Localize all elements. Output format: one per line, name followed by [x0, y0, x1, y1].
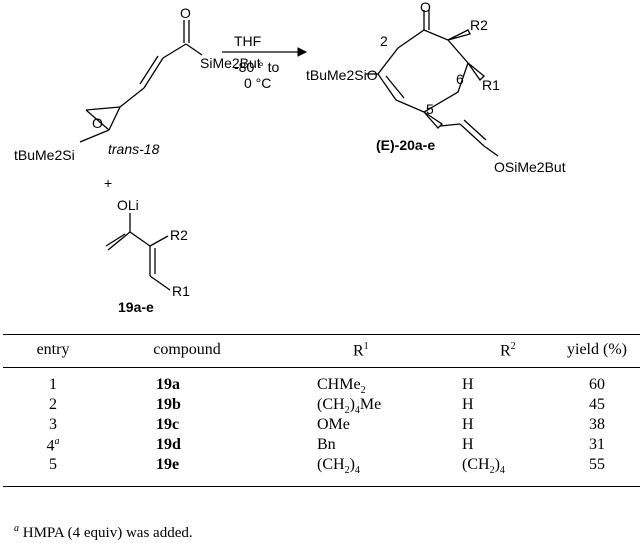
reactant-compound-label: trans-18 — [108, 141, 160, 157]
cell-r2: (CH2)4 — [462, 456, 505, 477]
product-r1-label: R1 — [482, 77, 500, 93]
header-r2: R2 — [500, 341, 516, 360]
product-pos5: 5 — [426, 101, 434, 117]
enolate-oli-label: OLi — [117, 197, 139, 213]
cell-r2: H — [462, 376, 474, 393]
epoxide-oxygen: O — [92, 115, 103, 131]
cell-compound: 19b — [156, 396, 181, 413]
table-row: 2 19b (CH2)4Me H 45 — [0, 396, 644, 418]
cell-yield: 31 — [589, 436, 605, 453]
table-row: 4a 19d Bn H 31 — [0, 436, 644, 458]
cell-r2: H — [462, 436, 474, 453]
header-r1: R1 — [353, 341, 369, 360]
cell-r1: (CH2)4 — [317, 456, 360, 477]
product-compound-label: (E)-20a-e — [376, 137, 435, 153]
header-entry: entry — [36, 341, 70, 358]
product-carbonyl-oxygen: O — [420, 0, 431, 15]
conditions-temp1: -80 ° to — [234, 59, 280, 75]
footnote-text: HMPA (4 equiv) was added. — [22, 525, 193, 541]
cell-yield: 45 — [589, 396, 605, 413]
table-bottom-rule — [3, 486, 640, 487]
reaction-scheme: O SiMe2But O tBuMe2Si trans-18 + OLi R2 … — [14, 0, 566, 315]
enolate-compound-label: 19a-e — [118, 299, 154, 315]
conditions-temp2: 0 °C — [244, 75, 271, 91]
cell-yield: 38 — [589, 416, 605, 433]
table-top-rule — [3, 334, 640, 335]
table-footnote: a HMPA (4 equiv) was added. — [14, 523, 193, 541]
product-silyl-ether: tBuMe2SiO — [306, 67, 378, 83]
cell-entry: 3 — [49, 416, 57, 433]
conditions-solvent: THF — [234, 33, 261, 49]
reactant-trans-18 — [79, 20, 203, 143]
enolate-r2-label: R2 — [170, 227, 188, 243]
arrow-head — [297, 47, 308, 57]
acylsilane-si-label: SiMe2But — [200, 55, 261, 71]
product-pos2: 2 — [380, 33, 388, 49]
cell-r1: Bn — [317, 436, 336, 453]
cell-compound: 19e — [156, 456, 180, 473]
product-vinyl-silyl: OSiMe2But — [494, 159, 566, 175]
cell-r1: OMe — [317, 416, 350, 433]
acyl-oxygen: O — [180, 5, 191, 21]
cell-entry: 4a — [46, 436, 60, 455]
cell-compound: 19a — [156, 376, 180, 393]
cell-r2: H — [462, 416, 474, 433]
cell-yield: 60 — [589, 376, 605, 393]
cell-r2: H — [462, 396, 474, 413]
table-row: 3 19c OMe H 38 — [0, 416, 644, 438]
plus-sign: + — [104, 175, 112, 191]
product-r2-label: R2 — [470, 17, 488, 33]
cell-compound: 19d — [156, 436, 181, 453]
cell-r1: (CH2)4Me — [317, 396, 382, 417]
enolate-19 — [105, 213, 171, 291]
enolate-r1-label: R1 — [172, 283, 190, 299]
product-pos6: 6 — [456, 71, 464, 87]
table-header-rule — [3, 367, 640, 368]
cell-yield: 55 — [589, 456, 605, 473]
cell-entry: 5 — [49, 456, 57, 473]
table-header-row: entry compound R1 R2 yield (%) — [0, 341, 644, 363]
table-row: 5 19e (CH2)4 (CH2)4 55 — [0, 456, 644, 478]
table-row: 1 19a CHMe2 H 60 — [0, 376, 644, 398]
epoxide-si-label: tBuMe2Si — [14, 147, 75, 163]
header-compound: compound — [153, 341, 221, 358]
cell-r1: CHMe2 — [317, 376, 366, 397]
cell-compound: 19c — [156, 416, 180, 433]
product-20 — [366, 10, 499, 157]
cell-entry: 1 — [49, 376, 57, 393]
header-yield: yield (%) — [567, 341, 627, 358]
cell-entry: 2 — [49, 396, 57, 413]
